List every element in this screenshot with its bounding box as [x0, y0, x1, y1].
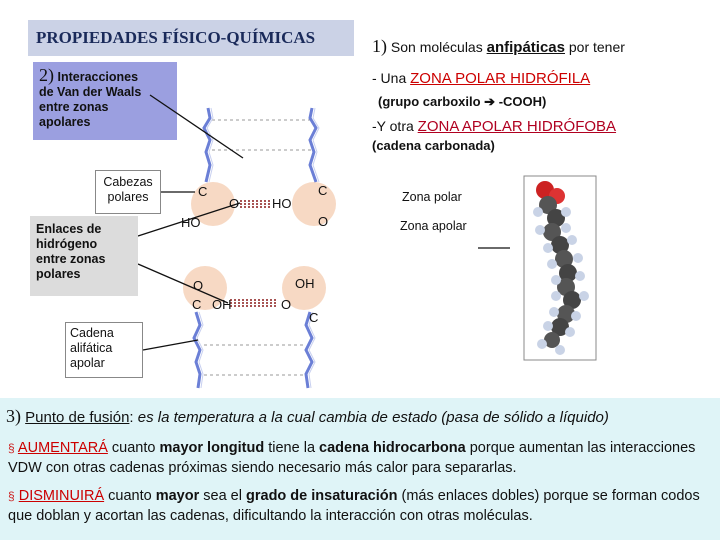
- polar-heads-label: Cabezas polares: [95, 170, 161, 214]
- bullet-icon: §: [8, 489, 15, 503]
- polar-head-circle: [282, 266, 326, 310]
- vdw-interactions-box: 2) Interacciones de Van der Waals entre …: [33, 62, 177, 140]
- melting-point-panel: [0, 398, 720, 540]
- atom-label: OH: [295, 276, 315, 291]
- fatty-acid-molecule-model: [523, 175, 597, 361]
- hydrogen-bonds-label: Enlaces de hidrógeno entre zonas polares: [30, 216, 138, 296]
- atom-label: O: [193, 278, 204, 293]
- apolar-zone-detail: (cadena carbonada): [372, 138, 495, 153]
- atom-label: OH: [212, 297, 232, 312]
- polar-head-circle: [292, 182, 336, 226]
- polar-zone-label: Zona polar: [402, 190, 462, 204]
- atom-label: C: [192, 297, 202, 312]
- lipid-interaction-diagram: [137, 94, 597, 389]
- atom-label: C: [198, 184, 208, 199]
- hydrogen-bond-lines: [230, 200, 278, 307]
- bullet-decrease: § DISMINUIRÁ cuanto mayor sea el grado d…: [8, 488, 700, 524]
- atom-label: O: [281, 297, 292, 312]
- atom-label: C: [309, 310, 319, 325]
- bullet-icon: §: [8, 441, 15, 455]
- atom-label: HO: [181, 215, 201, 230]
- aliphatic-chain-label: Cadena alifática apolar: [65, 322, 143, 378]
- arrow-right-icon: ➔: [484, 94, 496, 109]
- apolar-zone-label: Zona apolar: [400, 219, 467, 233]
- point-3-heading: 3) Punto de fusión: es la temperatura a …: [6, 406, 609, 426]
- atom-label: C: [318, 183, 328, 198]
- page-title: PROPIEDADES FÍSICO-QUÍMICAS: [28, 20, 354, 56]
- atom-label: O: [318, 214, 329, 229]
- pointer-lines: [137, 94, 510, 351]
- polar-zone-line: - Una ZONA POLAR HIDRÓFILA: [372, 70, 591, 87]
- atom-label: O: [229, 196, 240, 211]
- atom-label: HO: [272, 196, 292, 211]
- polar-head-circle: [183, 266, 227, 310]
- vdw-dashed-lines: [204, 119, 312, 376]
- bullet-increase: § AUMENTARÁ cuanto mayor longitud tiene …: [8, 440, 696, 476]
- polar-zone-detail: (grupo carboxilo ➔ -COOH): [378, 94, 547, 109]
- point-1-intro: 1) Son moléculas anfipáticas por tener: [372, 36, 625, 56]
- apolar-zone-line: -Y otra ZONA APOLAR HIDRÓFOBA: [372, 118, 617, 135]
- aliphatic-chain-lines: [192, 107, 318, 389]
